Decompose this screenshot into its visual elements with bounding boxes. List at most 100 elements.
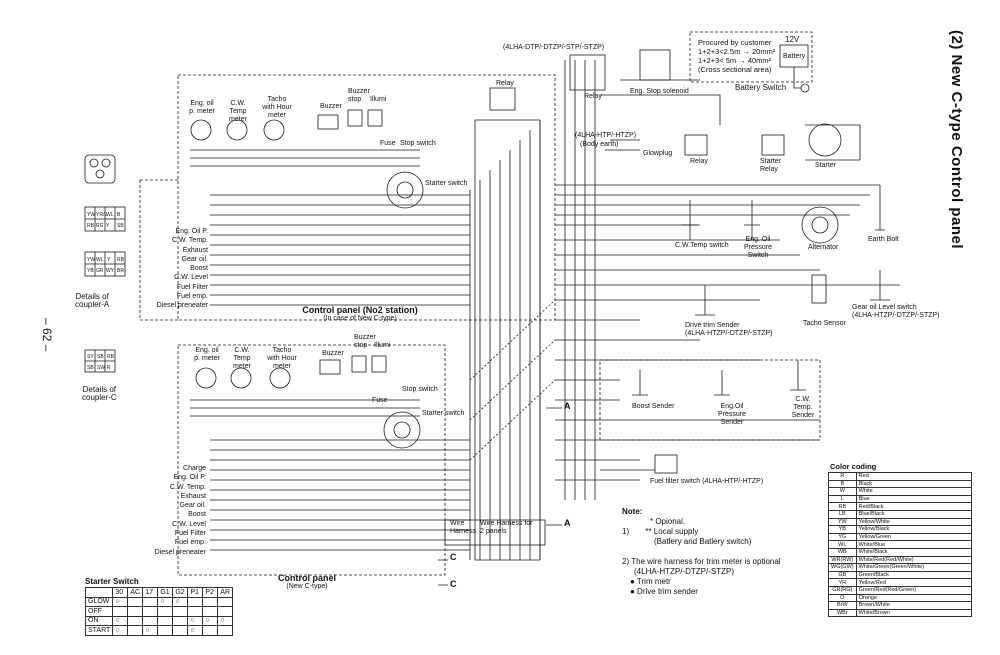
- color-code: LB: [828, 509, 857, 519]
- page-number: – 62 –: [40, 318, 54, 352]
- starter-label: Starter: [815, 162, 837, 169]
- color-name: Yellow/Red: [855, 578, 972, 587]
- color-name: Green/Red(Red/Green): [855, 585, 972, 595]
- color-coding-row: WG(GW)White/Green(Green/White): [828, 563, 972, 572]
- color-coding-title: Color coding: [830, 462, 877, 471]
- panel-no2-name: Control panel (No2 station) (In case of …: [302, 305, 418, 322]
- starter-relay-label: Starter Relay: [760, 158, 782, 173]
- relay-mid-label: Relay: [690, 158, 708, 165]
- alternator-label: Alternator: [808, 244, 839, 251]
- eng-oil-switch-label: Eng. Oil Pressure Switch: [743, 236, 772, 259]
- color-code: L: [828, 494, 857, 504]
- coupler-a-cell: YW: [87, 212, 96, 218]
- color-code: GR(RG): [828, 585, 857, 595]
- color-code: WG(GW): [828, 563, 857, 572]
- voltage-label: 12V: [785, 35, 800, 44]
- coupler-a-cell: RG: [96, 223, 104, 229]
- coupler-a-cell: YR/L: [96, 212, 108, 218]
- page-title: (2) New C-type Control panel: [948, 30, 965, 250]
- color-code: BrW: [828, 601, 857, 610]
- color-code: W: [828, 487, 857, 496]
- color-code: RB: [828, 502, 857, 511]
- gear-oil-switch-label: Gear oil Level switch(4LHA-HTZP/-DTZP/-S…: [852, 304, 940, 319]
- color-code: GB: [828, 570, 857, 580]
- color-name: Yellow/Green: [855, 532, 972, 542]
- cw-temp-meter-label: C.W. Temp meter: [229, 100, 247, 123]
- buzzer-label: Buzzer: [320, 103, 342, 110]
- color-coding-row: GR(RG)Green/Red(Red/Green): [828, 585, 972, 595]
- panel-main-name: Control panel (New C-type): [278, 573, 336, 590]
- coupler-a-cell: BR: [117, 268, 124, 274]
- eng-stop-label: Eng. Stop solenoid: [630, 88, 689, 95]
- coupler-c-cell: SB: [97, 354, 104, 360]
- marker-a: A: [564, 518, 571, 528]
- coupler-a-cell: GR: [96, 268, 104, 274]
- fuse-label: Fuse: [372, 397, 388, 404]
- boost-sender-label: Boost Sender: [632, 403, 675, 410]
- fuse-label: Fuse: [380, 140, 396, 147]
- coupler-a-cell: YW: [87, 257, 96, 263]
- color-code: R: [828, 472, 857, 481]
- color-code: WL: [828, 540, 857, 549]
- illumi-label: Illumi: [374, 342, 391, 349]
- eng-oil-meter-label: Eng. oil p. meter: [189, 100, 215, 115]
- coupler-a-cell: WY: [106, 268, 115, 274]
- color-name: White/Red(Red/White): [855, 555, 972, 565]
- color-name: White/Green(Green/White): [855, 563, 972, 572]
- color-code: O: [828, 593, 857, 603]
- tacho-sensor-label: Tacho Sensor: [803, 320, 846, 327]
- coupler-a-cell: Y: [107, 257, 111, 263]
- color-name: Green/Black: [855, 570, 972, 580]
- color-name: Blue/Black: [855, 509, 972, 519]
- coupler-a-cell: WL: [106, 212, 114, 218]
- coupler-a-cell: WL: [96, 257, 104, 263]
- color-code: WR(RW): [828, 555, 857, 565]
- color-name: Red: [855, 472, 972, 481]
- earth-bolt-label: Earth Bolt: [868, 236, 899, 243]
- fuel-filter-label: Fuel filter switch (4LHA-HTP/-HTZP): [650, 478, 764, 485]
- coupler-c-cell: R: [107, 365, 111, 371]
- wire-harness-2-label: Wire Harness for 2 panels: [480, 520, 533, 535]
- note-block: Note: * Opional. 1) ** Local supply (Bat…: [622, 507, 781, 596]
- coupler-a-cell: B: [117, 212, 121, 218]
- coupler-c-cell: SW: [97, 365, 106, 371]
- marker-c: C: [450, 552, 457, 562]
- color-code: YW: [828, 517, 857, 527]
- relay-left-label: Relay: [496, 80, 514, 87]
- battery-switch-label: Battery Switch: [735, 83, 787, 92]
- color-name: Yellow/Black: [855, 525, 972, 534]
- coupler-c-cell: SY: [87, 354, 94, 360]
- coupler-a-cell: RB: [87, 223, 94, 229]
- starter-switch-label: Starter switch: [422, 410, 465, 417]
- color-name: White/Brown: [855, 608, 972, 618]
- marker-c: C: [450, 579, 457, 589]
- color-name: White/Black: [855, 547, 972, 557]
- eng-oil-meter-label: Eng. oil p. meter: [194, 347, 220, 362]
- color-code: YB: [828, 525, 857, 534]
- marker-a: A: [564, 401, 571, 411]
- color-name: Orange: [855, 593, 972, 603]
- color-name: Brown/White: [855, 601, 972, 610]
- wire-harness-label: Wire Harness: [450, 520, 477, 535]
- tacho-meter-label: Tacho with Hour meter: [267, 347, 297, 370]
- buzzer-label: Buzzer: [322, 350, 344, 357]
- coupler-a-cell: Y: [106, 223, 110, 229]
- battery-label: Battery: [783, 53, 806, 60]
- glowplug-label: Glowplug: [643, 150, 673, 157]
- panel-no2-indicator-labels: Eng. Oil P.C.W. Temp.Exhaust Gear oil.Bo…: [156, 228, 208, 310]
